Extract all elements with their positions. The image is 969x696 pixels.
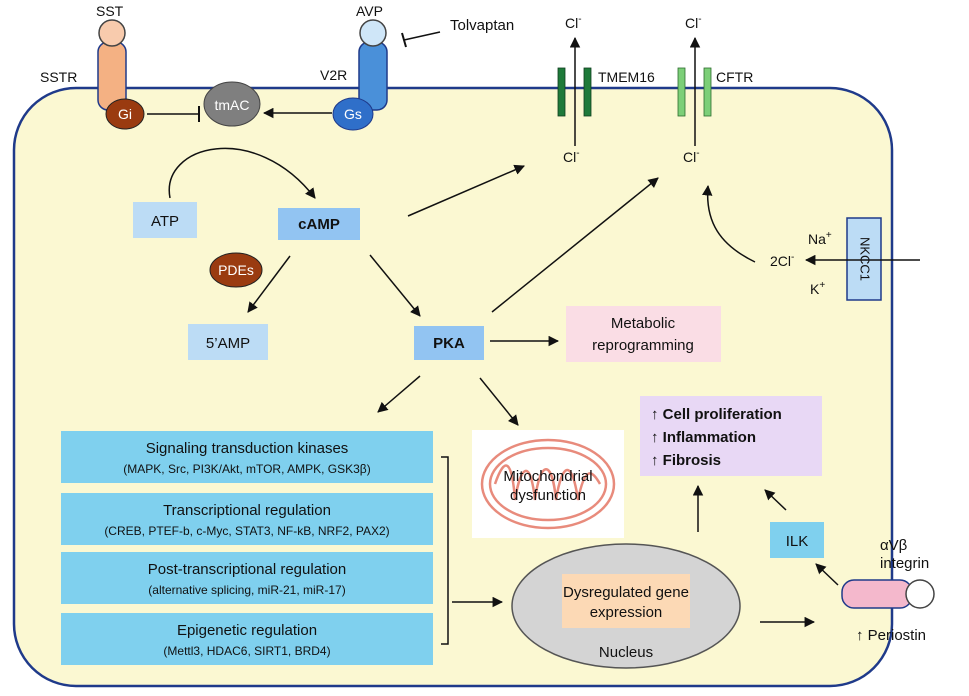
gs-protein	[332, 97, 374, 131]
pka-box	[414, 326, 484, 360]
pathway-box-epigenetic: Epigenetic regulation (Mettl3, HDAC6, SI…	[61, 613, 433, 665]
pathway-box-post-transcriptional: Post-transcriptional regulation (alterna…	[61, 552, 433, 604]
k-label: K+	[810, 280, 825, 297]
nucleus-label: Nucleus	[599, 644, 653, 661]
nkcc1-transporter	[846, 217, 882, 301]
mitochondrion-icon	[480, 438, 616, 530]
atp-label: ATP	[151, 213, 179, 230]
cftr-cl-top: Cl-	[685, 14, 702, 31]
integrin-line2: integrin	[880, 555, 929, 572]
periostin-label: ↑ Periostin	[856, 627, 926, 644]
gi-label: Gi	[118, 106, 132, 122]
gene-expression-box	[562, 574, 690, 628]
pathway-detail: (MAPK, Src, PI3K/Akt, mTOR, AMPK, GSK3β)	[123, 462, 370, 476]
cftr-cl-bottom: Cl-	[683, 148, 700, 165]
ilk-box	[770, 522, 824, 558]
nkcc1-label: NKCC1	[858, 237, 873, 281]
pathway-box-kinases: Signaling transduction kinases (MAPK, Sr…	[61, 431, 433, 483]
sst-label: SST	[96, 3, 124, 19]
metabolic-line2: reprogramming	[592, 337, 694, 354]
gi-protein	[105, 98, 145, 130]
tmac-enzyme	[203, 81, 261, 127]
cftr-label: CFTR	[716, 69, 753, 85]
tmac-label: tmAC	[215, 97, 250, 113]
pathway-title: Post-transcriptional regulation	[148, 561, 346, 578]
outcome-proliferation: ↑ Cell proliferation	[651, 406, 782, 423]
pathways-bracket	[441, 456, 449, 645]
outcomes-box	[640, 396, 822, 476]
gene-line1: Dysregulated gene	[563, 584, 689, 601]
tmem16-channel	[557, 67, 592, 117]
pka-label: PKA	[433, 335, 465, 352]
pathway-box-transcriptional: Transcriptional regulation (CREB, PTEF-b…	[61, 493, 433, 545]
pathway-detail: (CREB, PTEF-b, c-Myc, STAT3, NF-kB, NRF2…	[104, 524, 389, 538]
outcome-inflammation: ↑ Inflammation	[651, 429, 756, 446]
gs-label: Gs	[344, 106, 362, 122]
v2r-receptor	[332, 19, 388, 131]
tmem16-cl-bottom: Cl-	[563, 148, 580, 165]
ilk-label: ILK	[786, 533, 809, 550]
pdes-label: PDEs	[218, 262, 254, 278]
v2r-label: V2R	[320, 67, 347, 83]
pathway-title: Transcriptional regulation	[163, 502, 331, 519]
tmem16-label: TMEM16	[598, 69, 655, 85]
camp-label: cAMP	[298, 216, 340, 233]
tmem16-cl-top: Cl-	[565, 14, 582, 31]
tolvaptan-label: Tolvaptan	[450, 17, 514, 34]
pdes-enzyme	[209, 252, 263, 288]
amp5-box	[188, 324, 268, 360]
pathway-detail: (alternative splicing, miR-21, miR-17)	[148, 583, 345, 597]
camp-box	[278, 208, 360, 240]
mito-line1: Mitochondrial	[503, 468, 592, 485]
cftr-channel	[677, 67, 712, 117]
na-label: Na+	[808, 230, 832, 247]
outcome-fibrosis: ↑ Fibrosis	[651, 452, 721, 469]
amp5-label: 5’AMP	[206, 335, 250, 352]
gene-line2: expression	[590, 604, 663, 621]
avp-label: AVP	[356, 3, 383, 19]
integrin-line1: αVβ	[880, 537, 908, 554]
integrin-receptor	[841, 579, 935, 609]
sstr-receptor	[97, 19, 145, 130]
sstr-label: SSTR	[40, 69, 77, 85]
pathway-detail: (Mettl3, HDAC6, SIRT1, BRD4)	[163, 644, 330, 658]
mito-line2: dysfunction	[510, 487, 586, 504]
atp-box	[133, 202, 197, 238]
pathway-title: Signaling transduction kinases	[146, 440, 349, 457]
metabolic-line1: Metabolic	[611, 315, 676, 332]
two-cl-label: 2Cl-	[770, 252, 794, 269]
pathway-title: Epigenetic regulation	[177, 622, 317, 639]
metabolic-box	[566, 306, 721, 362]
